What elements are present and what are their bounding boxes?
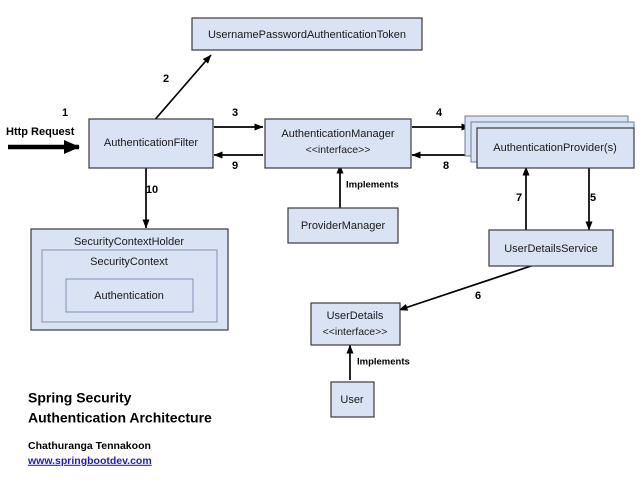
- node-authentication[interactable]: Authentication: [65, 278, 194, 313]
- node-user-details-label: UserDetails: [327, 310, 384, 322]
- node-filter-label: AuthenticationFilter: [104, 137, 198, 149]
- step-number-7: 7: [516, 192, 522, 204]
- node-provider-manager[interactable]: ProviderManager: [287, 207, 399, 244]
- edge-userdetailsservice-to-userdetails: [398, 264, 535, 311]
- step-number-2: 2: [163, 73, 169, 85]
- node-user-label: User: [340, 394, 364, 406]
- node-user[interactable]: User: [330, 381, 375, 418]
- node-context-holder-label: SecurityContextHolder: [74, 236, 184, 248]
- node-provider-manager-label: ProviderManager: [301, 220, 386, 232]
- node-user-details-service-label: UserDetailsService: [504, 243, 598, 255]
- node-token-label: UsernamePasswordAuthenticationToken: [208, 29, 406, 41]
- label-user-implements: Implements: [357, 357, 410, 368]
- step-number-10: 10: [146, 184, 158, 196]
- node-user-details-stereotype: <<interface>>: [323, 326, 388, 338]
- node-user-details[interactable]: UserDetails <<interface>>: [310, 302, 401, 346]
- node-user-details-service[interactable]: UserDetailsService: [488, 229, 614, 267]
- diagram-author: Chathuranga Tennakoon: [28, 440, 151, 452]
- edge-filter-to-token: [151, 54, 212, 124]
- step-number-4: 4: [436, 107, 443, 119]
- node-context-label: SecurityContext: [90, 256, 168, 268]
- diagram-title-line-2: Authentication Architecture: [28, 410, 212, 426]
- node-provider-label: AuthenticationProvider(s): [493, 142, 617, 154]
- label-http-request: Http Request: [6, 126, 75, 138]
- step-number-8: 8: [443, 160, 449, 172]
- label-providermanager-implements: Implements: [346, 180, 399, 191]
- step-number-6: 6: [475, 290, 481, 302]
- node-manager-label: AuthenticationManager: [281, 128, 394, 140]
- node-authentication-manager[interactable]: AuthenticationManager <<interface>>: [264, 118, 412, 169]
- step-number-9: 9: [232, 160, 238, 172]
- step-number-3: 3: [232, 107, 238, 119]
- step-number-1: 1: [62, 107, 68, 119]
- node-security-context-holder[interactable]: SecurityContextHolder SecurityContext Au…: [30, 228, 229, 331]
- node-authentication-filter[interactable]: AuthenticationFilter: [88, 118, 214, 169]
- diagram-url-link[interactable]: www.springbootdev.com: [27, 455, 152, 467]
- diagram-title-line-1: Spring Security: [28, 390, 132, 406]
- step-number-5: 5: [590, 192, 596, 204]
- node-authentication-provider[interactable]: AuthenticationProvider(s): [464, 115, 635, 169]
- node-username-password-authentication-token[interactable]: UsernamePasswordAuthenticationToken: [191, 17, 423, 51]
- node-security-context[interactable]: SecurityContext Authentication: [41, 249, 218, 323]
- node-manager-stereotype: <<interface>>: [306, 144, 371, 156]
- node-authentication-label: Authentication: [94, 290, 164, 302]
